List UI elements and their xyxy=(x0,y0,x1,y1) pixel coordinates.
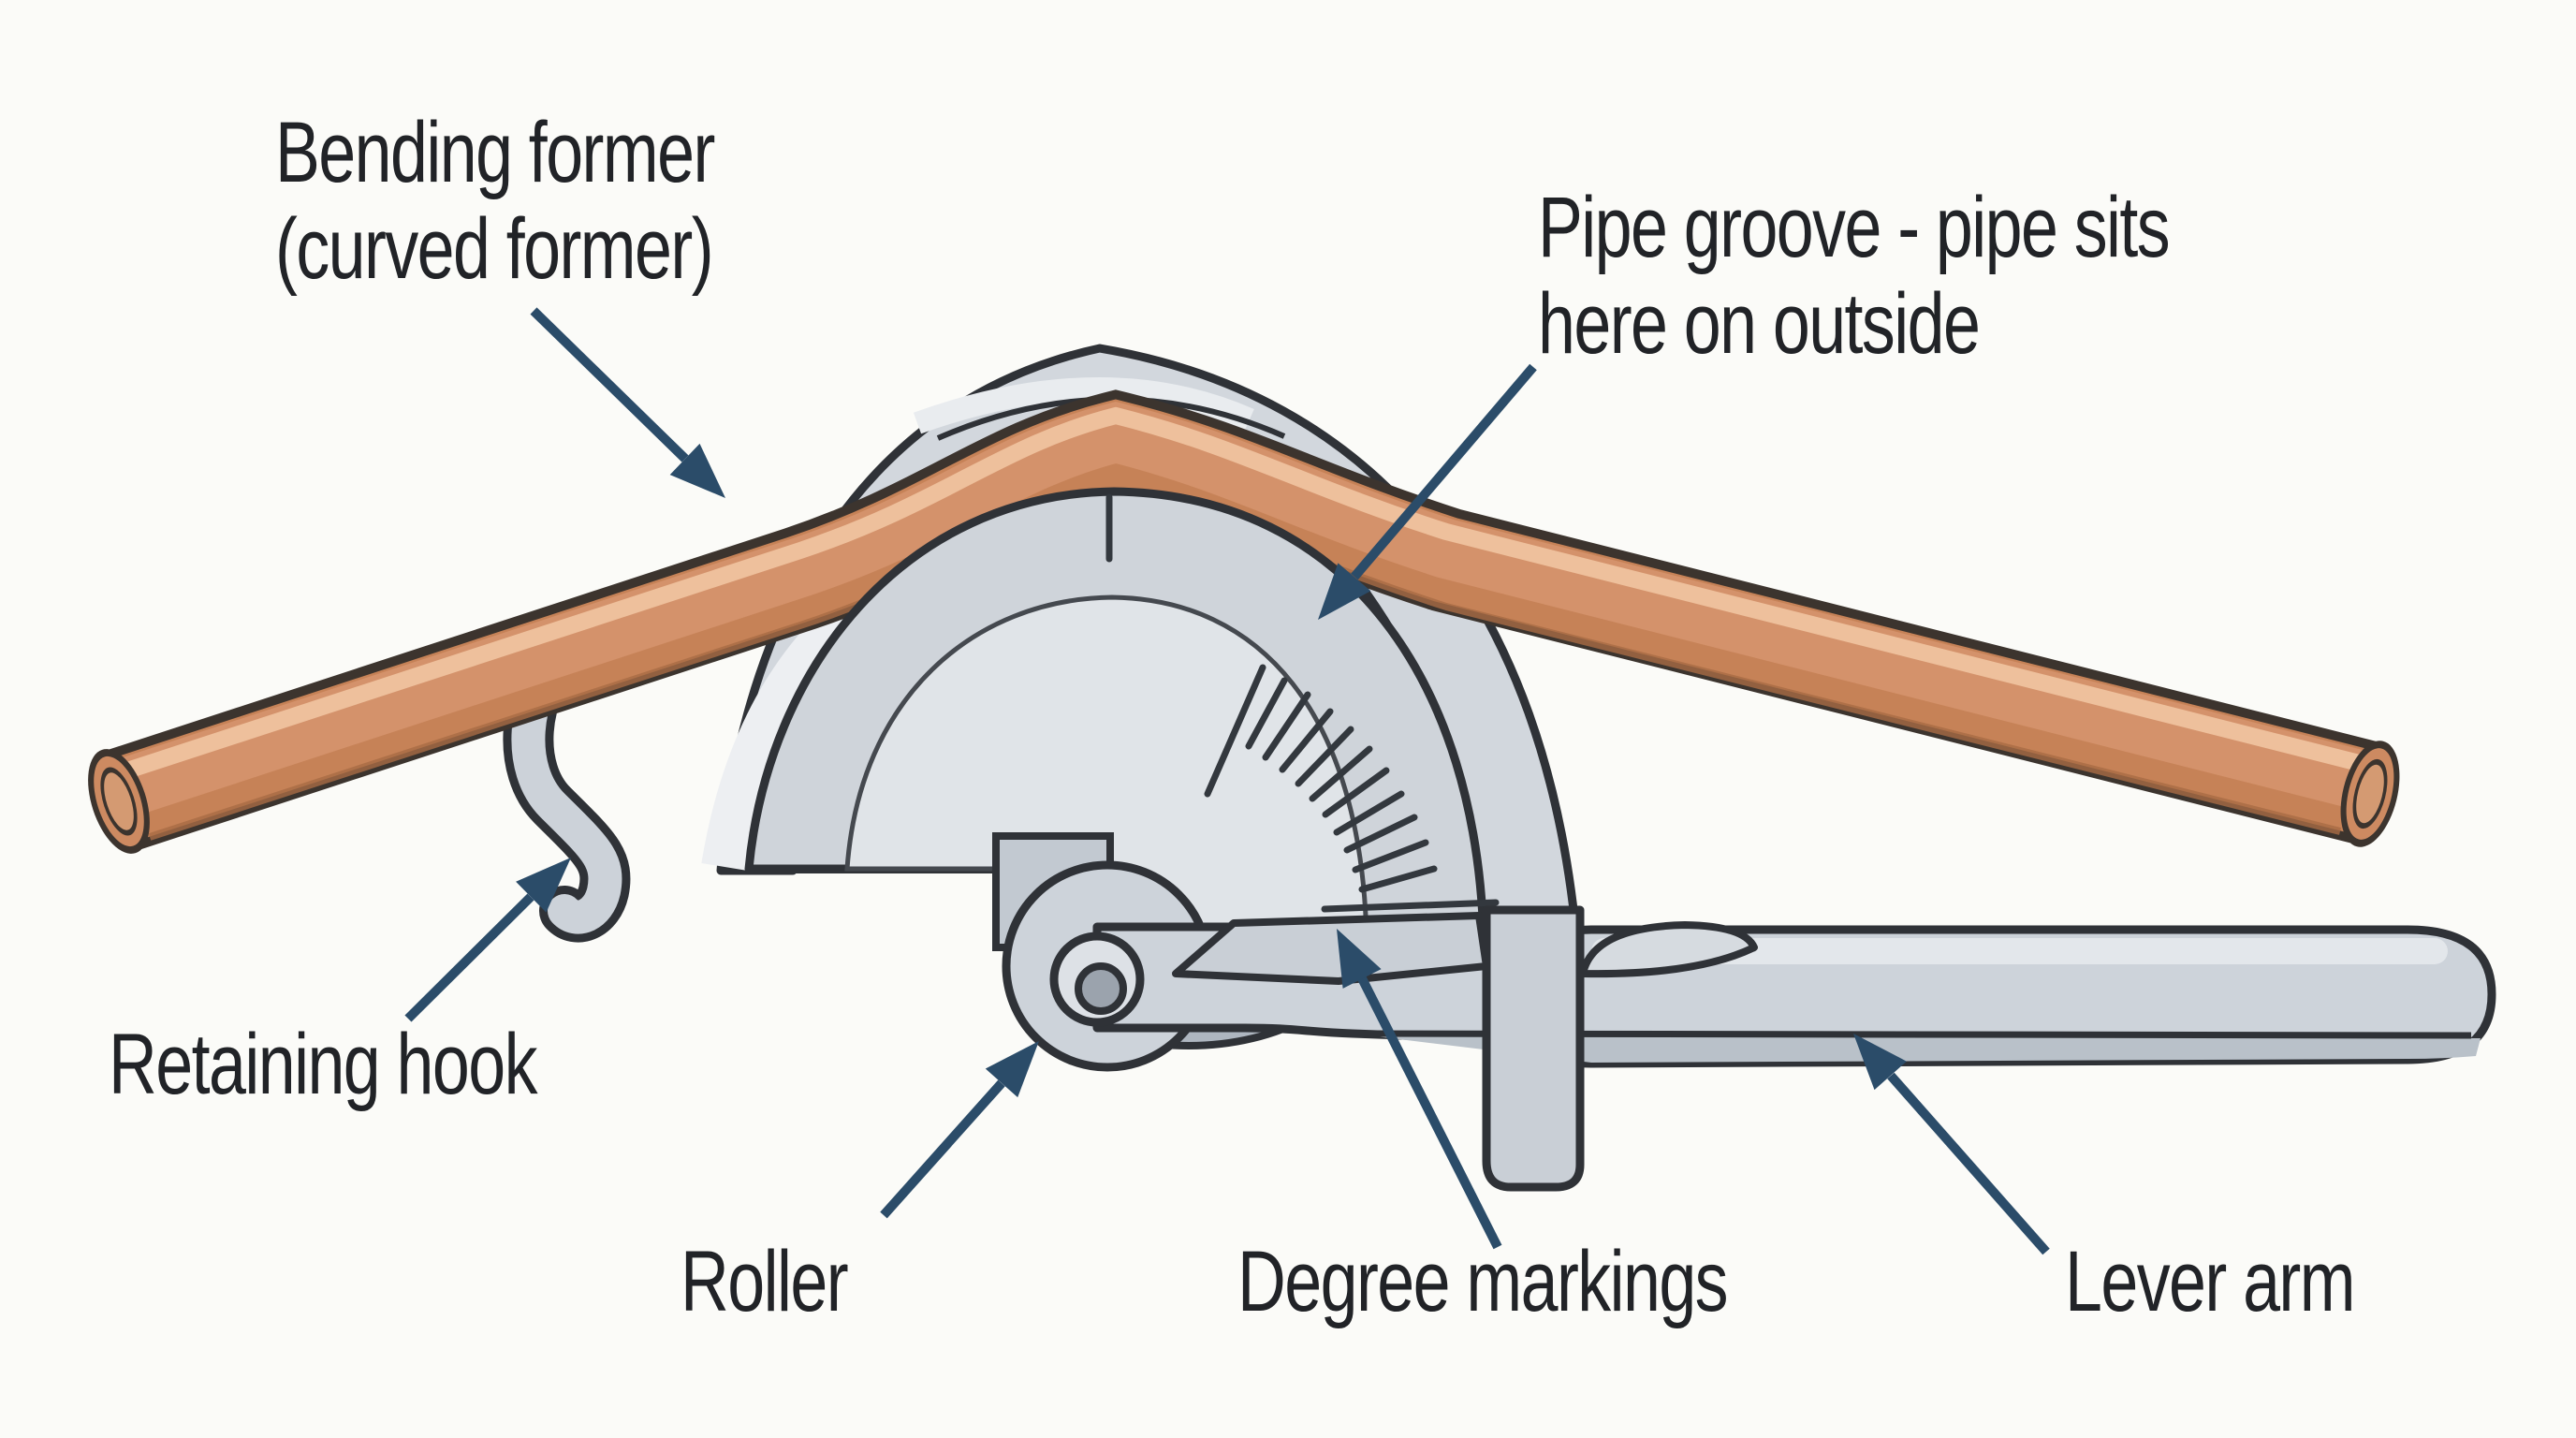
annotation-arrows xyxy=(404,307,2050,1255)
pipe-groove-label-line1: Pipe groove - pipe sits xyxy=(1538,180,2171,275)
bending-former-label-line1: Bending former xyxy=(275,105,715,200)
pipe-right-end xyxy=(2340,741,2400,847)
lever-arm-highlight xyxy=(1591,938,2448,964)
pipe-groove-arrow xyxy=(1318,363,1537,620)
bending-former-arrow xyxy=(530,307,725,498)
degree-markings-arrow xyxy=(1337,929,1502,1250)
lever-arm-label: Lever arm xyxy=(2065,1234,2356,1330)
roller-arrow xyxy=(880,1041,1039,1219)
degree-markings-ticks xyxy=(1105,493,1500,913)
degree-markings-label: Degree markings xyxy=(1237,1234,1729,1330)
lever-arm-label-text: Lever arm xyxy=(2065,1234,2356,1329)
retaining-hook-label: Retaining hook xyxy=(109,1017,537,1113)
retaining-hook-label-text: Retaining hook xyxy=(109,1017,537,1112)
pipe-left-end xyxy=(88,749,150,854)
former-base-foot xyxy=(1482,905,1585,1192)
roller-label-text: Roller xyxy=(681,1234,849,1329)
lever-leaf-plate xyxy=(1580,921,1758,978)
retaining-hook-arrow xyxy=(404,858,571,1022)
pipe-groove-label-line2: here on outside xyxy=(1538,276,1981,373)
flange-crest-highlight xyxy=(913,377,1254,434)
roller-hub xyxy=(1075,962,1127,1015)
dial-inner-face xyxy=(844,594,1369,944)
degree-markings-label-text: Degree markings xyxy=(1237,1234,1729,1329)
lever-arm-lower-shade xyxy=(1376,1036,2481,1063)
bending-former-label-line2: (curved former) xyxy=(275,201,714,298)
lever-arm-arrow xyxy=(1853,1034,2050,1255)
bending-former-label: Bending former (curved former) xyxy=(275,105,715,298)
roller-label: Roller xyxy=(681,1234,849,1330)
pipe-groove-label: Pipe groove - pipe sits here on outside xyxy=(1538,180,2171,373)
